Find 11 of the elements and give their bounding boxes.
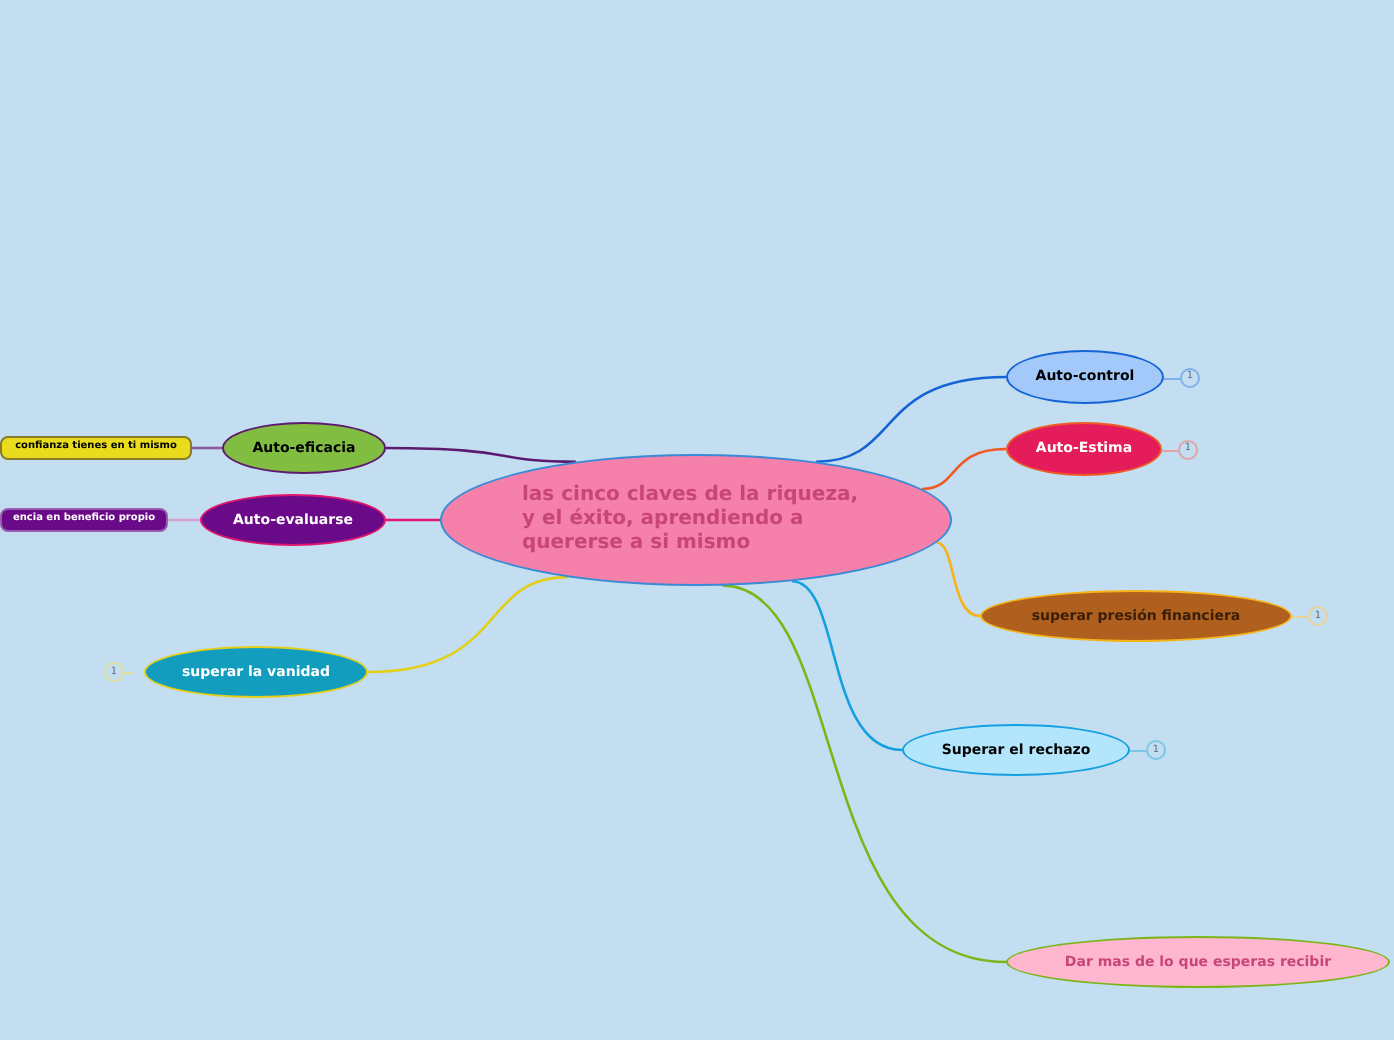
connector-line bbox=[921, 447, 1007, 491]
connector-line bbox=[192, 446, 222, 450]
connector-line bbox=[936, 541, 981, 618]
connector-line bbox=[168, 518, 200, 522]
connector-line bbox=[791, 579, 903, 752]
central-topic-ellipse: las cinco claves de la riqueza, y el éxito, aprendiendo a quererse a si mismo bbox=[440, 454, 952, 586]
connector-line bbox=[816, 375, 1007, 464]
connector-line bbox=[722, 584, 1007, 964]
connector-line bbox=[386, 446, 576, 464]
connector-line bbox=[367, 575, 569, 674]
connector-line bbox=[386, 518, 440, 522]
